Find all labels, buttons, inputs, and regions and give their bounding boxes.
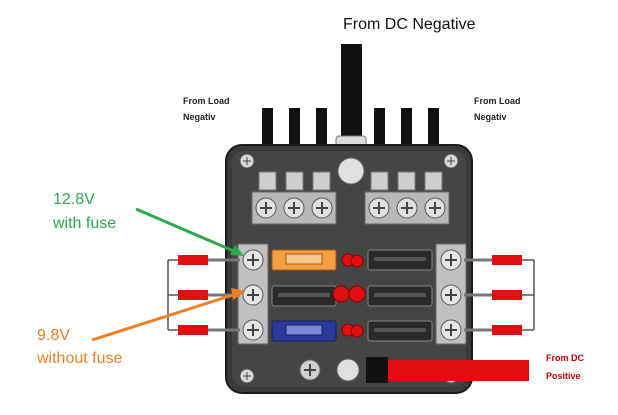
dc-negative-label: From DC Negative xyxy=(343,16,476,33)
right-load-cables xyxy=(374,108,439,178)
fuse-slots xyxy=(271,249,433,342)
dc-positive-cable xyxy=(374,360,529,381)
left-load-wires xyxy=(167,255,240,335)
corner-screws xyxy=(239,153,459,384)
right-load-label-line1: From Load xyxy=(474,96,521,106)
green-arrowhead xyxy=(230,245,244,256)
dc-negative-cable xyxy=(341,44,362,140)
green-arrow-line xyxy=(135,207,237,254)
right-load-wires xyxy=(464,255,535,335)
orange-arrow-line xyxy=(91,292,237,342)
dc-positive-label-line2: Positive xyxy=(546,371,581,381)
dc-positive-label-line1: From DC xyxy=(546,353,584,363)
without-fuse-voltage: 9.8V xyxy=(37,327,70,344)
with-fuse-voltage: 12.8V xyxy=(53,191,95,208)
with-fuse-text: with fuse xyxy=(53,215,117,232)
positive-stud xyxy=(336,358,360,382)
indicator-leds xyxy=(332,253,366,338)
without-fuse-text: without fuse xyxy=(37,350,123,367)
left-load-label-line1: From Load xyxy=(183,96,230,106)
left-load-cables xyxy=(262,108,327,178)
right-load-label-line2: Negativ xyxy=(474,112,507,122)
left-load-label-line2: Negativ xyxy=(183,112,216,122)
orange-arrowhead xyxy=(231,288,246,300)
